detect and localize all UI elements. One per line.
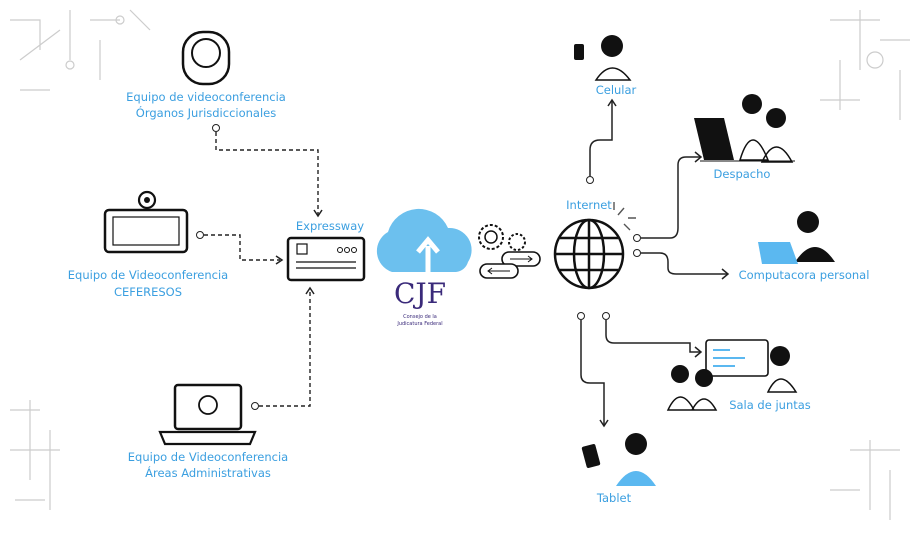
circuit-decoration-bottom-left (10, 400, 60, 510)
internet-globe-icon (553, 202, 636, 290)
webcam-icon (181, 30, 231, 86)
circuit-decoration-bottom-right (830, 440, 900, 520)
sala-label: Sala de juntas (729, 398, 811, 412)
svg-text:Judicatura Federal: Judicatura Federal (396, 321, 442, 327)
tablet-label: Tablet (596, 491, 632, 505)
ceferesos-label-line1: Equipo de Videoconferencia (68, 268, 228, 282)
solid-connectors (577, 98, 730, 428)
person-with-tablet-illustration (581, 433, 656, 486)
dashed-connectors (196, 124, 323, 410)
areas-label-line1: Equipo de Videoconferencia (128, 450, 288, 464)
organos-label-line2: Órganos Jurisdiccionales (136, 105, 276, 120)
internet-label: Internet (566, 198, 612, 212)
person-with-phone-illustration (574, 35, 632, 81)
svg-text:Consejo de la: Consejo de la (403, 314, 437, 320)
areas-label-line2: Áreas Administrativas (145, 465, 271, 480)
organos-label-line1: Equipo de videoconferencia (126, 90, 286, 104)
people-with-laptop-illustration (694, 94, 795, 163)
cloud-upload-icon (376, 208, 472, 272)
circuit-decoration-top-right (820, 10, 910, 120)
expressway-server-icon (286, 236, 366, 282)
video-screen-icon (103, 190, 189, 254)
svg-text:CJF: CJF (394, 277, 446, 310)
laptop-icon (158, 383, 257, 446)
computadora-label: Computacora personal (739, 268, 870, 282)
celular-label: Celular (596, 83, 637, 97)
person-with-laptop-illustration (758, 211, 835, 264)
expressway-label: Expressway (296, 219, 364, 233)
meeting-room-illustration (666, 339, 798, 411)
gears-exchange-icon (478, 224, 541, 279)
ceferesos-label-line2: CEFERESOS (114, 285, 182, 299)
despacho-label: Despacho (714, 167, 771, 181)
cjf-logo: CJF Consejo de la Judicatura Federal (394, 277, 446, 327)
circuit-decoration-top-left (10, 9, 151, 91)
